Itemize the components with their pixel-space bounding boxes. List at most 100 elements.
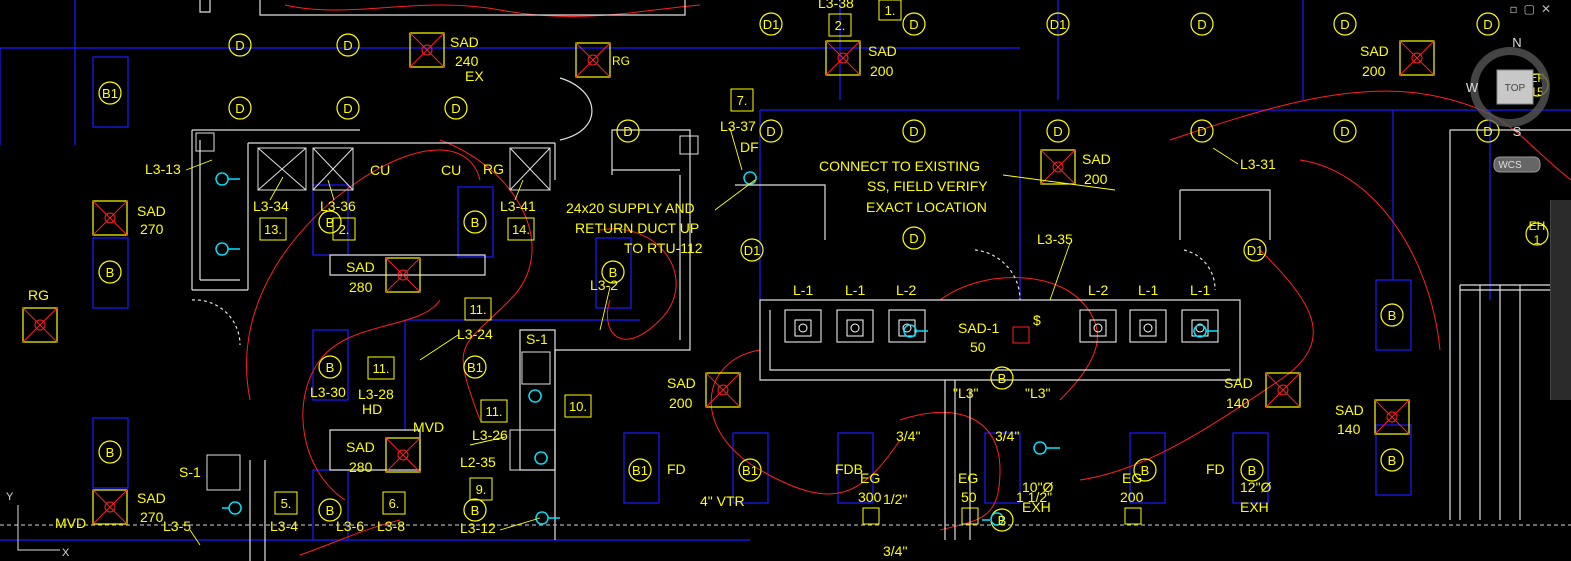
grid-d: D (766, 124, 775, 139)
close-icon[interactable]: ✕ (1540, 2, 1557, 16)
annotations: SAD 270 SAD 270 SAD 240 EX SAD 280 SAD 2… (28, 0, 1389, 559)
label-34: 3/4" (896, 428, 920, 444)
grid-b: B (471, 215, 480, 230)
tag-11: 11. (372, 361, 389, 376)
label-hd: HD (362, 401, 382, 417)
circuit-label: L3-30 (310, 384, 346, 400)
label-sad1: SAD-1 (958, 320, 999, 336)
ucs-x-label: X (62, 547, 70, 559)
tag-5: 5. (281, 496, 292, 511)
label-cu: CU (370, 162, 390, 178)
note-connect-1: CONNECT TO EXISTING (819, 158, 980, 174)
grid-d1: D1 (1050, 17, 1067, 32)
circuit-label: L3-12 (460, 520, 496, 536)
circuit-label: L-2 (896, 282, 916, 298)
viewcube[interactable]: TOP N S W WCS (1466, 35, 1550, 173)
grid-d: D (1053, 124, 1062, 139)
label-sad: SAD (868, 43, 897, 59)
grid-b: B (471, 503, 480, 518)
grid-d: D (1197, 124, 1206, 139)
grid-d: D (451, 101, 460, 116)
label-sad-270: 270 (140, 509, 164, 525)
label-dollar: $ (1033, 312, 1041, 328)
grid-b: B (609, 265, 618, 280)
outlets (215, 171, 1218, 526)
grid-ef-bot: 15 (1530, 85, 1544, 99)
grid-d: D (343, 38, 352, 53)
grid-b: B (1141, 463, 1150, 478)
label-sad-50: 50 (970, 339, 986, 355)
diffusers (22, 32, 1435, 525)
tag-2: 2. (835, 18, 846, 33)
navigation-bar[interactable] (1550, 200, 1571, 400)
grid-b: B (1388, 453, 1397, 468)
label-112: 1 1/2" (1016, 489, 1052, 505)
label-sad-140: 140 (1226, 395, 1250, 411)
label-10in: 10"Ø (1022, 479, 1054, 495)
compass-s: S (1513, 124, 1522, 139)
sink-fixtures (784, 309, 1219, 343)
circuit-label: L3-8 (377, 518, 405, 534)
note-duct-1: 24x20 SUPPLY AND (566, 200, 695, 216)
grid-b: B (326, 360, 335, 375)
grid-eh-top: EH (1529, 219, 1546, 233)
label-sad: SAD (1082, 151, 1111, 167)
label-sad-200: 200 (870, 63, 894, 79)
tag-boxes: 1. 2. 7. 13. 2. 14. 11. 11. 11. 10. 9. 5… (259, 0, 902, 515)
label-eg: EG (860, 470, 880, 486)
ucs-y-label: Y (6, 491, 14, 503)
grid-b1: B1 (102, 86, 118, 101)
grid-letters: D D D D D D D D D D D D D D D D D1 D1 D … (102, 17, 1545, 528)
label-sad-200: 200 (1362, 63, 1386, 79)
label-34: 3/4" (883, 543, 907, 559)
grid-b: B (326, 503, 335, 518)
minimize-icon[interactable]: ▫ (1509, 2, 1524, 16)
label-rg: RG (28, 287, 49, 303)
viewport-controls[interactable]: ▫▢✕ (1509, 2, 1557, 16)
label-l3q: "L3" (1025, 385, 1051, 401)
circuit-label: L-2 (1088, 282, 1108, 298)
restore-icon[interactable]: ▢ (1523, 2, 1541, 16)
circuit-label: L3-13 (145, 161, 181, 177)
grid-d: D (623, 124, 632, 139)
grid-b1: B1 (742, 463, 758, 478)
grid-b: B (106, 445, 115, 460)
label-sad-200: 200 (669, 395, 693, 411)
label-s1: S-1 (179, 464, 201, 480)
grid-d: D (235, 38, 244, 53)
label-eg-50: 50 (961, 489, 977, 505)
grid-d: D (235, 101, 244, 116)
circuit-label: L3-35 (1037, 231, 1073, 247)
label-eg-300: 300 (858, 489, 882, 505)
tag-9: 9. (476, 482, 487, 497)
label-s1: S-1 (526, 331, 548, 347)
tag-2b: 2. (339, 222, 350, 237)
label-sad: SAD (1360, 43, 1389, 59)
circuit-label: L3-2 (590, 277, 618, 293)
tag-1: 1. (885, 3, 896, 18)
wcs-menu: WCS (1498, 160, 1522, 171)
label-sad: SAD (137, 203, 166, 219)
label-sad-280: 280 (349, 279, 373, 295)
circuit-label: L3-41 (500, 198, 536, 214)
grid-d: D (909, 124, 918, 139)
leaders (185, 127, 1239, 546)
grid-b1: B1 (632, 463, 648, 478)
compass-w: W (1466, 80, 1479, 95)
note-duct-3: TO RTU-112 (624, 240, 703, 256)
label-l3q: "L3" (953, 385, 979, 401)
label-cu: CU (441, 162, 461, 178)
label-sad: SAD (346, 259, 375, 275)
circuit-layer (246, 4, 1571, 556)
label-sad-270: 270 (140, 221, 164, 237)
grid-eh-bot: 1 (1534, 233, 1541, 247)
label-34: 3/4" (995, 428, 1019, 444)
grid-d: D (909, 17, 918, 32)
tag-11: 11. (469, 302, 486, 317)
circuit-label: L3-24 (457, 326, 493, 342)
label-sad: SAD (667, 375, 696, 391)
label-rg: RG (612, 54, 630, 68)
label-sad-140: 140 (1337, 421, 1361, 437)
